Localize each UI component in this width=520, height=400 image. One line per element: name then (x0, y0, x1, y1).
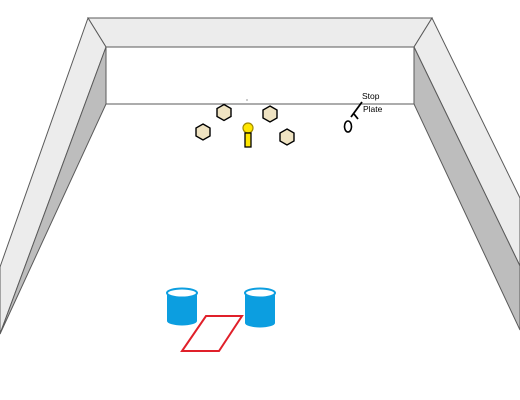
hexagon-obstacle (262, 105, 278, 123)
left-wall-face (0, 46, 107, 335)
right-wall-top (413, 16, 520, 267)
stop-plate-marker: Stop Plate (343, 91, 383, 133)
back-wall-top (87, 17, 433, 48)
hexagon-obstacle (216, 103, 232, 122)
target-zone-outline (180, 315, 244, 352)
stop-plate-ring (343, 120, 353, 133)
agent-figure (242, 122, 254, 148)
hexagon-obstacle (279, 128, 295, 146)
stop-label: Stop (362, 91, 380, 101)
right-wall-face (413, 46, 520, 331)
left-wall-top (0, 16, 107, 335)
hexagon-obstacle (195, 123, 211, 141)
plate-label: Plate (363, 104, 383, 114)
hexagon-obstacles (195, 103, 295, 146)
blue-cylinder-left (166, 287, 198, 326)
blue-cylinder-right (244, 287, 276, 328)
